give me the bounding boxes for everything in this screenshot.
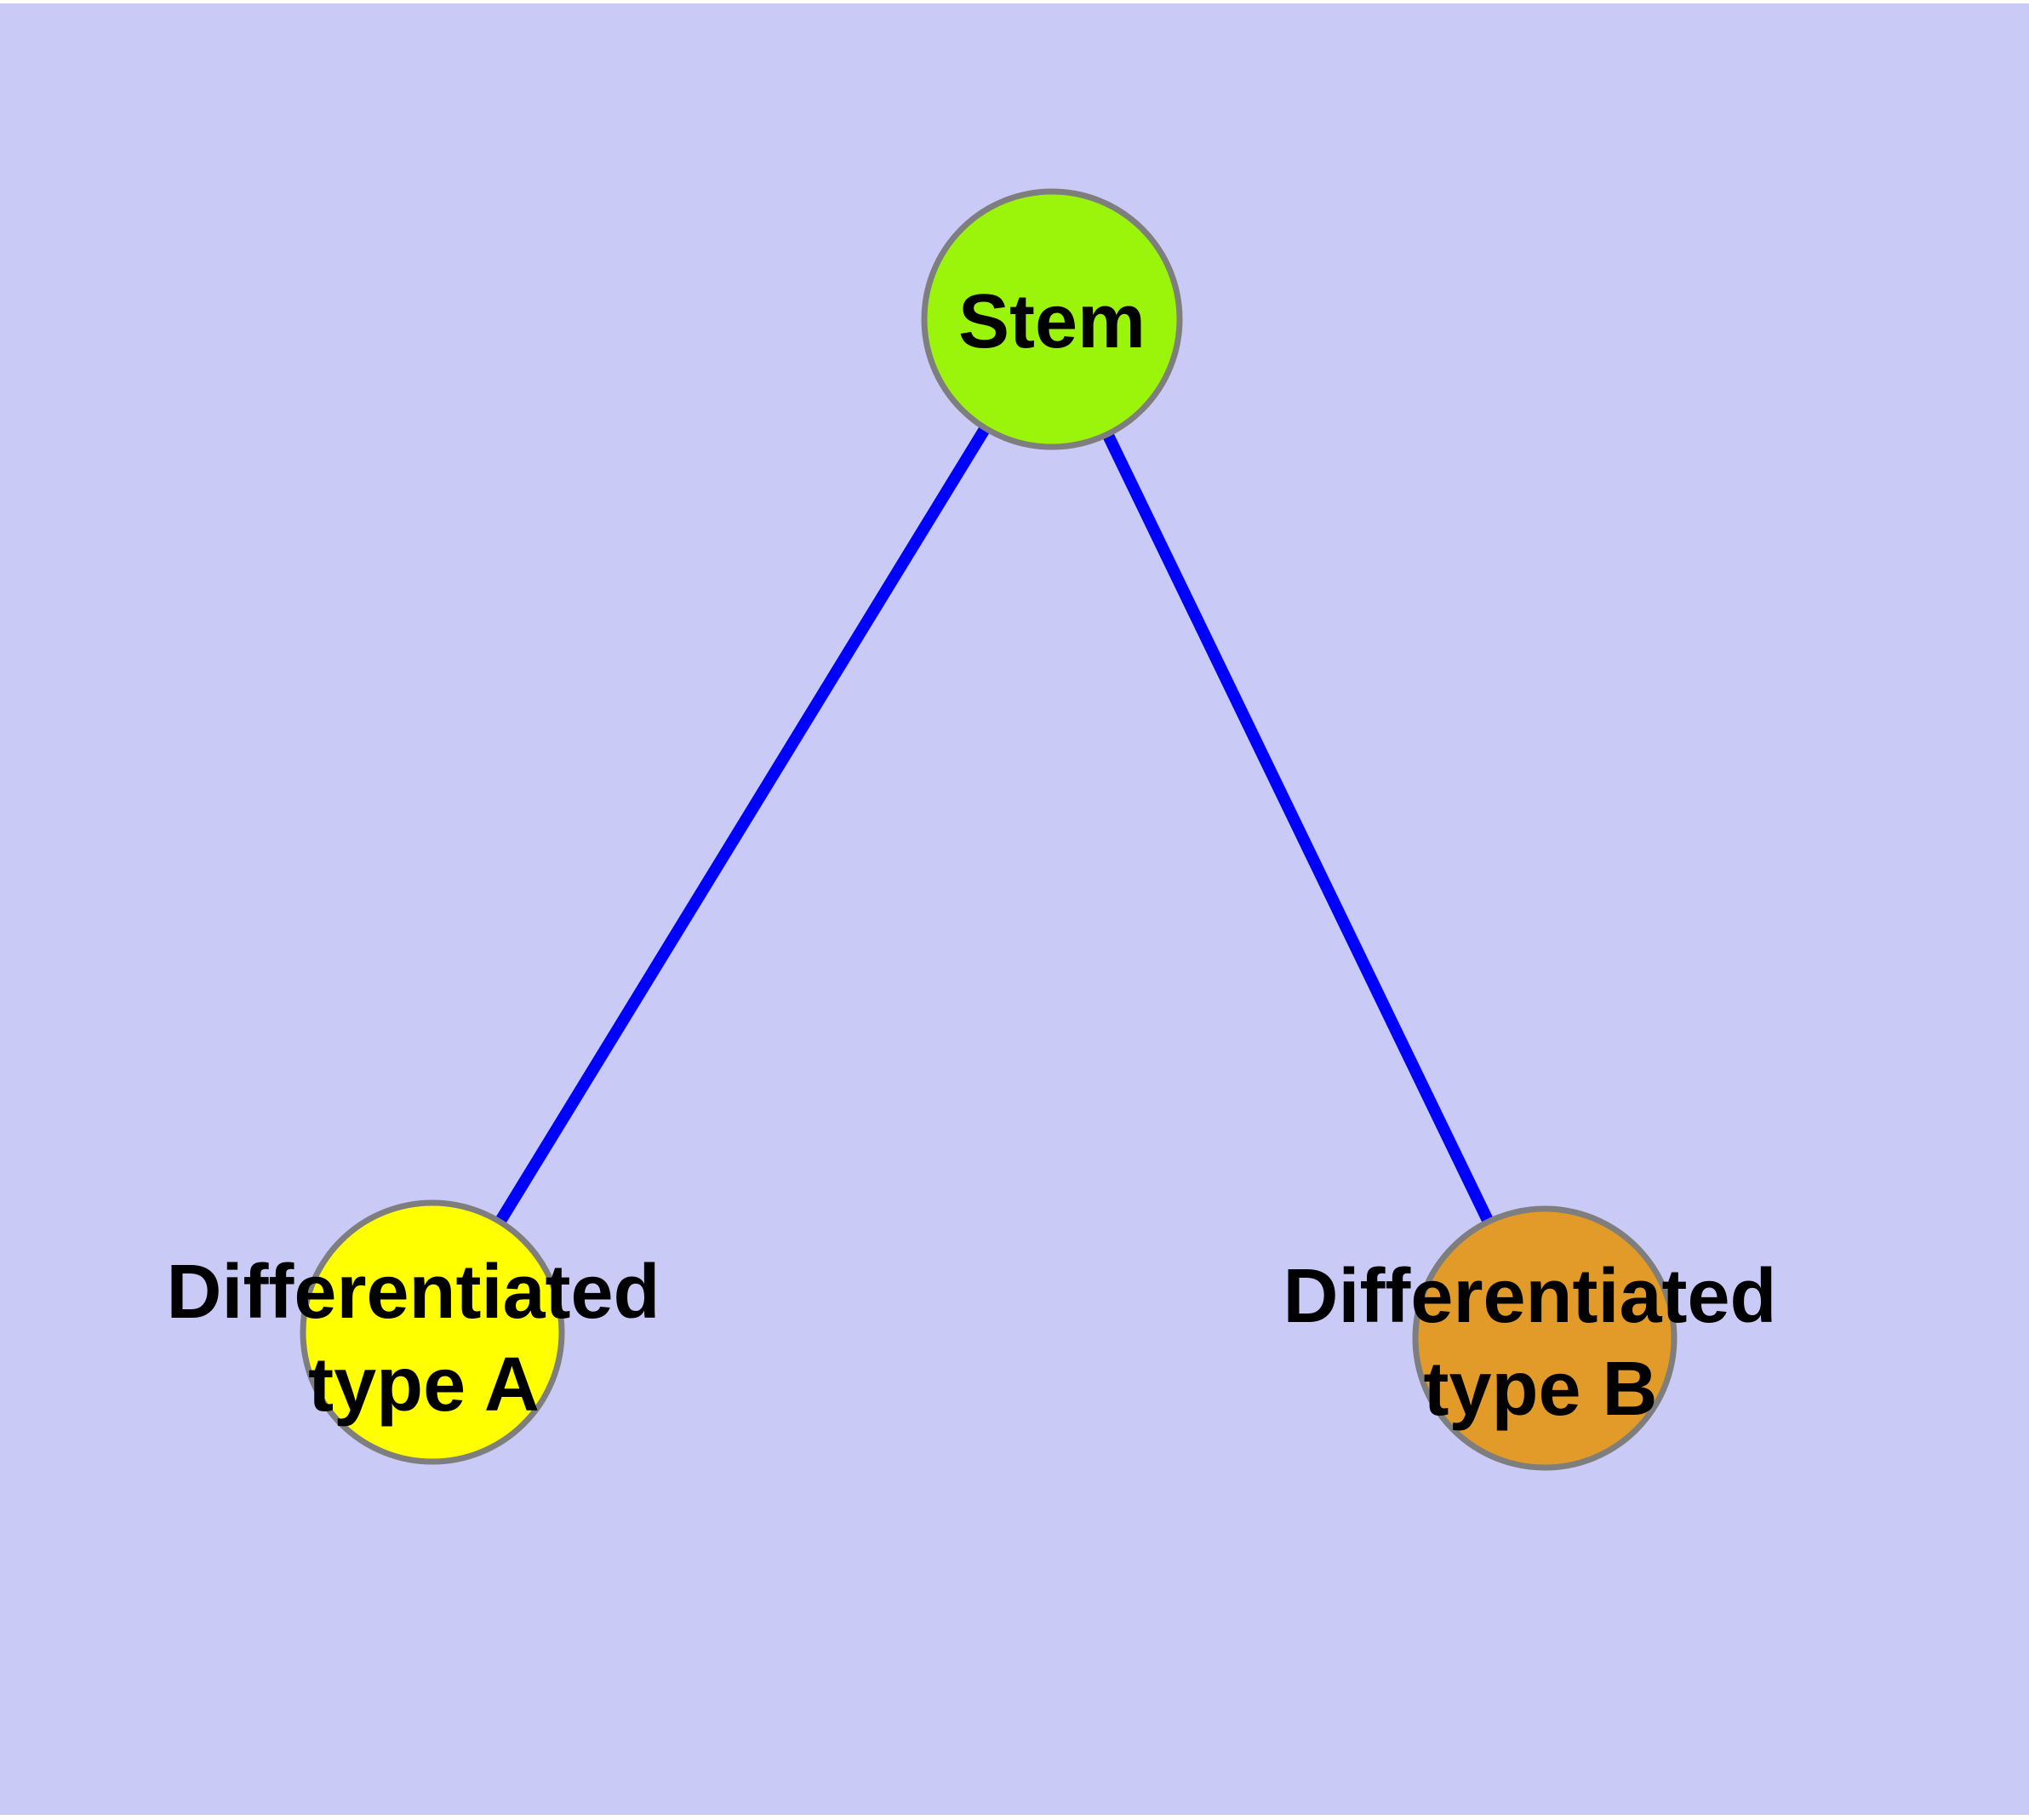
node-label-type-b-line1: Differentiated	[1283, 1254, 1776, 1339]
node-label-stem: Stem	[958, 279, 1146, 364]
edge-stem-to-type-a	[427, 316, 1057, 1336]
node-stem	[921, 188, 1183, 450]
node-label-type-b-line2: type B	[1423, 1347, 1657, 1432]
node-label-type-a: Differentiated type A	[166, 1250, 681, 1428]
node-type-a	[300, 1199, 565, 1465]
edge-stem-to-type-b	[1046, 316, 1551, 1342]
node-label-type-b: Differentiated type B	[1283, 1254, 1798, 1432]
node-label-type-a-line1: Differentiated	[166, 1250, 660, 1335]
node-label-type-a-line2: type A	[308, 1342, 540, 1428]
node-type-b	[1412, 1205, 1677, 1471]
